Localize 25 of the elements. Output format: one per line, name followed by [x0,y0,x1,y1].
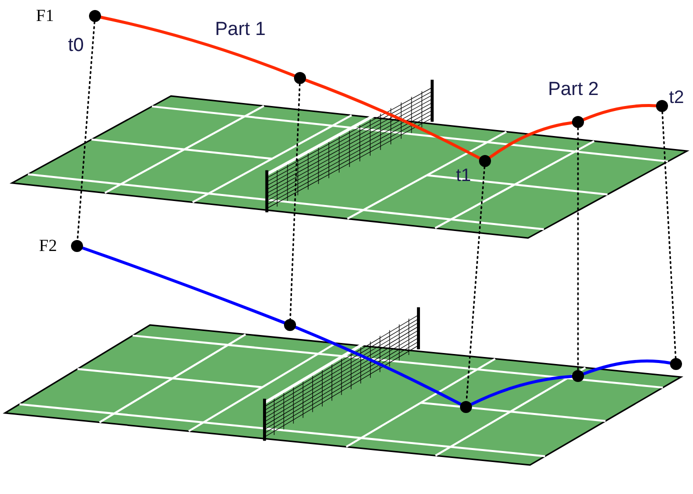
trajectory-line [81,246,286,324]
point-label: F1 [36,7,54,24]
point-label: t2 [669,88,684,106]
trajectory-line [488,121,574,159]
trajectory-line [99,16,296,78]
trajectory-line [582,360,672,376]
dotted-line [662,111,676,359]
point-marker [89,10,101,22]
dotted-line [76,21,96,241]
point-marker [71,240,83,252]
trajectory-line [304,78,482,160]
dotted-line [289,83,301,320]
dotted-line [577,127,579,371]
trajectory-line [470,374,574,406]
annotation-label: Part 1 [215,20,266,39]
annotation-label: t0 [68,36,84,55]
point-marker [572,116,584,128]
point-marker [284,319,296,331]
annotation-label: Part 2 [548,80,599,99]
point-marker [294,72,306,84]
point-marker [656,100,668,112]
point-marker [670,358,682,370]
trajectory-line [582,104,658,122]
trajectory-line [294,326,462,406]
point-label: F2 [39,237,57,254]
